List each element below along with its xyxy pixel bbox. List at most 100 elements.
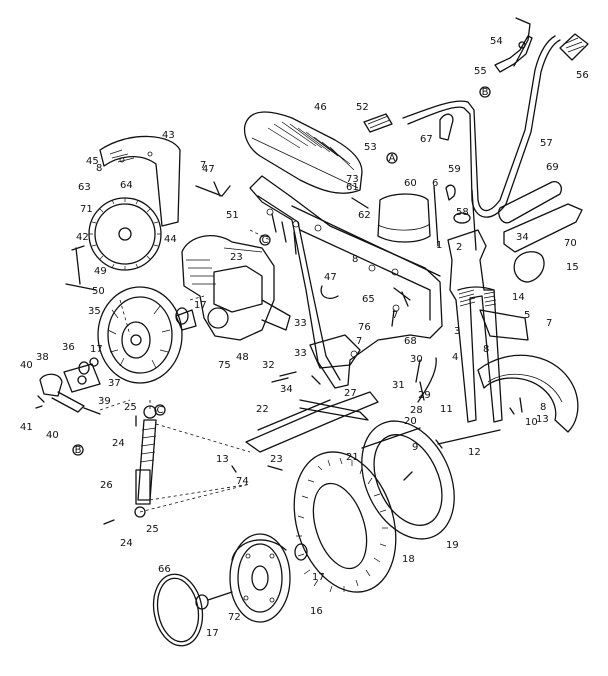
part-label: 47 <box>202 164 215 175</box>
part-label: 58 <box>456 207 469 218</box>
seat <box>243 111 363 194</box>
part-label: 57 <box>540 138 553 149</box>
part-label: 29 <box>418 390 431 401</box>
brake-rod <box>417 357 437 403</box>
part-label: 39 <box>98 396 111 407</box>
wheel-shaft <box>207 591 233 601</box>
part-label: 34 <box>516 232 529 243</box>
guide-lines <box>99 229 271 513</box>
part-label: 68 <box>404 336 417 347</box>
part-label: 35 <box>88 306 101 317</box>
part-label: 56 <box>576 70 589 81</box>
part-label: 37 <box>108 378 121 389</box>
part-label: 54 <box>490 36 503 47</box>
clamp <box>439 113 454 141</box>
part-label: 38 <box>36 352 49 363</box>
part-label: 45 <box>86 156 99 167</box>
part-label: 69 <box>546 162 559 173</box>
part-label: 59 <box>448 164 461 175</box>
part-label: 27 <box>344 388 357 399</box>
part-label: 43 <box>162 130 175 141</box>
part-label: 49 <box>94 266 107 277</box>
part-label: 25 <box>146 524 159 535</box>
part-label: 64 <box>120 180 133 191</box>
part-label: 22 <box>256 404 269 415</box>
handlebar-pad <box>498 180 583 253</box>
part-label: 32 <box>262 360 275 371</box>
part-label: 19 <box>446 540 459 551</box>
drive-belt <box>152 573 204 647</box>
part-label: 76 <box>358 322 371 333</box>
footpeg <box>363 113 393 133</box>
part-label: 5 <box>524 310 530 321</box>
part-label: 8 <box>540 402 546 413</box>
part-label: 12 <box>468 447 481 458</box>
chain-guard <box>99 135 181 227</box>
clutch-small-parts <box>35 357 101 415</box>
hardware <box>65 181 523 525</box>
callouts <box>72 86 491 456</box>
part-label: 28 <box>410 405 423 416</box>
part-label: 8 <box>483 344 489 355</box>
part-label: 53 <box>364 142 377 153</box>
part-label: 73 <box>346 174 359 185</box>
part-label: 67 <box>420 134 433 145</box>
part-label: 30 <box>410 354 423 365</box>
part-label: 40 <box>20 360 33 371</box>
rear-sprocket <box>88 197 162 271</box>
part-label: 24 <box>120 538 133 549</box>
part-label: 3 <box>454 326 460 337</box>
front-fork <box>447 229 529 423</box>
part-label: 55 <box>474 66 487 77</box>
part-label: 17 <box>90 344 103 355</box>
part-label: 63 <box>78 182 91 193</box>
part-label: 31 <box>392 380 405 391</box>
callout-letter: B <box>75 445 82 456</box>
part-label: 23 <box>230 252 243 263</box>
throttle-lever <box>494 35 533 73</box>
part-label: 51 <box>226 210 239 221</box>
part-label: 48 <box>236 352 249 363</box>
part-label: 74 <box>236 476 249 487</box>
part-label: 52 <box>356 102 369 113</box>
part-label: 11 <box>440 404 453 415</box>
part-label: 6 <box>432 178 438 189</box>
part-label: 18 <box>402 554 415 565</box>
engine <box>181 235 291 341</box>
part-label: 36 <box>62 342 75 353</box>
handlebar <box>402 17 561 218</box>
part-label: 13 <box>216 454 229 465</box>
part-label: 7 <box>356 336 362 347</box>
part-label: 44 <box>164 234 177 245</box>
part-label: 71 <box>80 204 93 215</box>
part-label: 26 <box>100 480 113 491</box>
part-label: 15 <box>566 262 579 273</box>
headlight <box>513 251 545 283</box>
callout-letter: A <box>389 153 396 164</box>
part-label: 40 <box>46 430 59 441</box>
grip <box>559 33 589 61</box>
part-label: 25 <box>124 402 137 413</box>
part-label: 13 <box>536 414 549 425</box>
part-label: 50 <box>92 286 105 297</box>
part-label: 47 <box>324 272 337 283</box>
rear-shock <box>134 405 157 518</box>
part-label: 9 <box>412 442 418 453</box>
part-label: 21 <box>346 452 359 463</box>
part-label: 7 <box>392 310 398 321</box>
part-label: 66 <box>158 564 171 575</box>
part-label: 10 <box>525 417 538 428</box>
inner-tube <box>361 420 455 540</box>
part-label: 16 <box>310 606 323 617</box>
part-label: 1 <box>436 240 442 251</box>
part-label: 46 <box>314 102 327 113</box>
clutch-assembly <box>97 286 197 384</box>
part-label: 14 <box>512 292 525 303</box>
part-label: 17 <box>194 300 207 311</box>
part-label: 17 <box>206 628 219 639</box>
fuel-tank <box>377 184 471 243</box>
part-label: 60 <box>404 178 417 189</box>
